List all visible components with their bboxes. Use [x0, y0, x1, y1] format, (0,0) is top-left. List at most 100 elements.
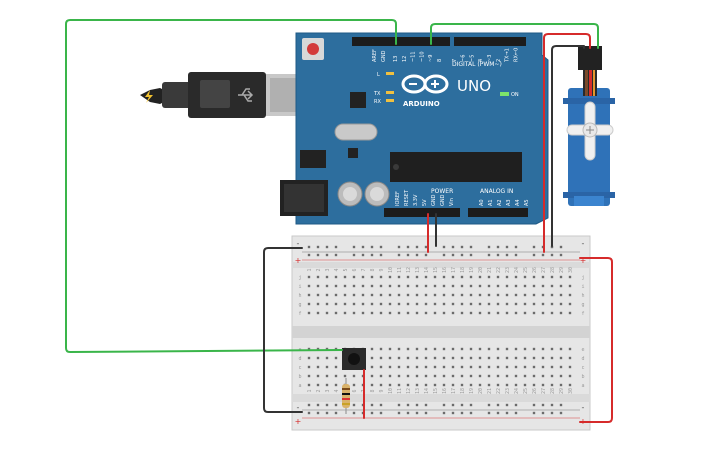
rail-hole[interactable]	[307, 253, 311, 257]
rail-hole[interactable]	[514, 253, 518, 257]
breadboard-hole[interactable]	[370, 374, 374, 378]
breadboard-hole[interactable]	[505, 302, 509, 306]
rail-hole[interactable]	[451, 253, 455, 257]
breadboard-hole[interactable]	[406, 302, 410, 306]
breadboard-hole[interactable]	[334, 302, 338, 306]
breadboard-hole[interactable]	[415, 374, 419, 378]
rail-hole[interactable]	[325, 411, 329, 415]
breadboard-hole[interactable]	[514, 365, 518, 369]
rail-hole[interactable]	[460, 253, 464, 257]
rail-hole[interactable]	[451, 411, 455, 415]
breadboard-hole[interactable]	[370, 293, 374, 297]
breadboard-hole[interactable]	[433, 302, 437, 306]
breadboard-hole[interactable]	[334, 383, 338, 387]
breadboard-hole[interactable]	[370, 356, 374, 360]
rail-hole[interactable]	[505, 245, 509, 249]
breadboard-hole[interactable]	[559, 311, 563, 315]
breadboard-hole[interactable]	[442, 311, 446, 315]
breadboard-hole[interactable]	[559, 275, 563, 279]
breadboard-hole[interactable]	[325, 311, 329, 315]
breadboard-hole[interactable]	[487, 284, 491, 288]
breadboard-hole[interactable]	[541, 374, 545, 378]
breadboard-hole[interactable]	[568, 275, 572, 279]
pushbutton-cap[interactable]	[348, 353, 360, 365]
breadboard-hole[interactable]	[496, 374, 500, 378]
breadboard-hole[interactable]	[541, 293, 545, 297]
breadboard-hole[interactable]	[568, 356, 572, 360]
breadboard-hole[interactable]	[469, 293, 473, 297]
breadboard-hole[interactable]	[532, 365, 536, 369]
breadboard-hole[interactable]	[505, 284, 509, 288]
rail-hole[interactable]	[397, 403, 401, 407]
rail-hole[interactable]	[469, 411, 473, 415]
rail-hole[interactable]	[505, 253, 509, 257]
breadboard-hole[interactable]	[307, 284, 311, 288]
rail-hole[interactable]	[370, 411, 374, 415]
breadboard-hole[interactable]	[541, 365, 545, 369]
breadboard-hole[interactable]	[541, 284, 545, 288]
rail-hole[interactable]	[370, 403, 374, 407]
rail-hole[interactable]	[379, 253, 383, 257]
breadboard-hole[interactable]	[514, 284, 518, 288]
breadboard-hole[interactable]	[550, 293, 554, 297]
breadboard-hole[interactable]	[496, 356, 500, 360]
breadboard-hole[interactable]	[496, 311, 500, 315]
breadboard-hole[interactable]	[307, 356, 311, 360]
rail-hole[interactable]	[541, 411, 545, 415]
rail-hole[interactable]	[496, 253, 500, 257]
breadboard-hole[interactable]	[397, 347, 401, 351]
breadboard-hole[interactable]	[487, 311, 491, 315]
breadboard-hole[interactable]	[541, 347, 545, 351]
breadboard-hole[interactable]	[451, 275, 455, 279]
breadboard-hole[interactable]	[487, 374, 491, 378]
breadboard-hole[interactable]	[433, 356, 437, 360]
breadboard-hole[interactable]	[523, 275, 527, 279]
breadboard-hole[interactable]	[307, 275, 311, 279]
rail-hole[interactable]	[352, 411, 356, 415]
breadboard-hole[interactable]	[361, 275, 365, 279]
breadboard-hole[interactable]	[433, 275, 437, 279]
breadboard-hole[interactable]	[433, 365, 437, 369]
breadboard-hole[interactable]	[334, 374, 338, 378]
breadboard-hole[interactable]	[307, 365, 311, 369]
breadboard-hole[interactable]	[424, 374, 428, 378]
breadboard-hole[interactable]	[478, 374, 482, 378]
breadboard-hole[interactable]	[514, 275, 518, 279]
breadboard-hole[interactable]	[397, 284, 401, 288]
breadboard-hole[interactable]	[406, 293, 410, 297]
breadboard-hole[interactable]	[361, 293, 365, 297]
breadboard-hole[interactable]	[460, 347, 464, 351]
breadboard-hole[interactable]	[523, 311, 527, 315]
rail-hole[interactable]	[559, 403, 563, 407]
breadboard-hole[interactable]	[532, 293, 536, 297]
breadboard-hole[interactable]	[388, 383, 392, 387]
breadboard-hole[interactable]	[451, 347, 455, 351]
breadboard-hole[interactable]	[406, 275, 410, 279]
breadboard-hole[interactable]	[568, 347, 572, 351]
breadboard-hole[interactable]	[559, 356, 563, 360]
breadboard-hole[interactable]	[316, 275, 320, 279]
breadboard-hole[interactable]	[451, 365, 455, 369]
rail-hole[interactable]	[487, 245, 491, 249]
breadboard-hole[interactable]	[370, 302, 374, 306]
breadboard-hole[interactable]	[388, 365, 392, 369]
rail-hole[interactable]	[379, 245, 383, 249]
breadboard-hole[interactable]	[568, 365, 572, 369]
breadboard-hole[interactable]	[523, 284, 527, 288]
breadboard-hole[interactable]	[514, 383, 518, 387]
breadboard-hole[interactable]	[460, 284, 464, 288]
breadboard-hole[interactable]	[343, 284, 347, 288]
breadboard-hole[interactable]	[316, 365, 320, 369]
rail-hole[interactable]	[352, 403, 356, 407]
breadboard-hole[interactable]	[469, 284, 473, 288]
breadboard-hole[interactable]	[451, 302, 455, 306]
breadboard-hole[interactable]	[532, 347, 536, 351]
breadboard-hole[interactable]	[469, 275, 473, 279]
rail-hole[interactable]	[397, 245, 401, 249]
rail-hole[interactable]	[316, 245, 320, 249]
servo-motor[interactable]	[563, 46, 615, 206]
breadboard-hole[interactable]	[343, 293, 347, 297]
breadboard-hole[interactable]	[307, 311, 311, 315]
breadboard-hole[interactable]	[568, 311, 572, 315]
breadboard-hole[interactable]	[379, 284, 383, 288]
